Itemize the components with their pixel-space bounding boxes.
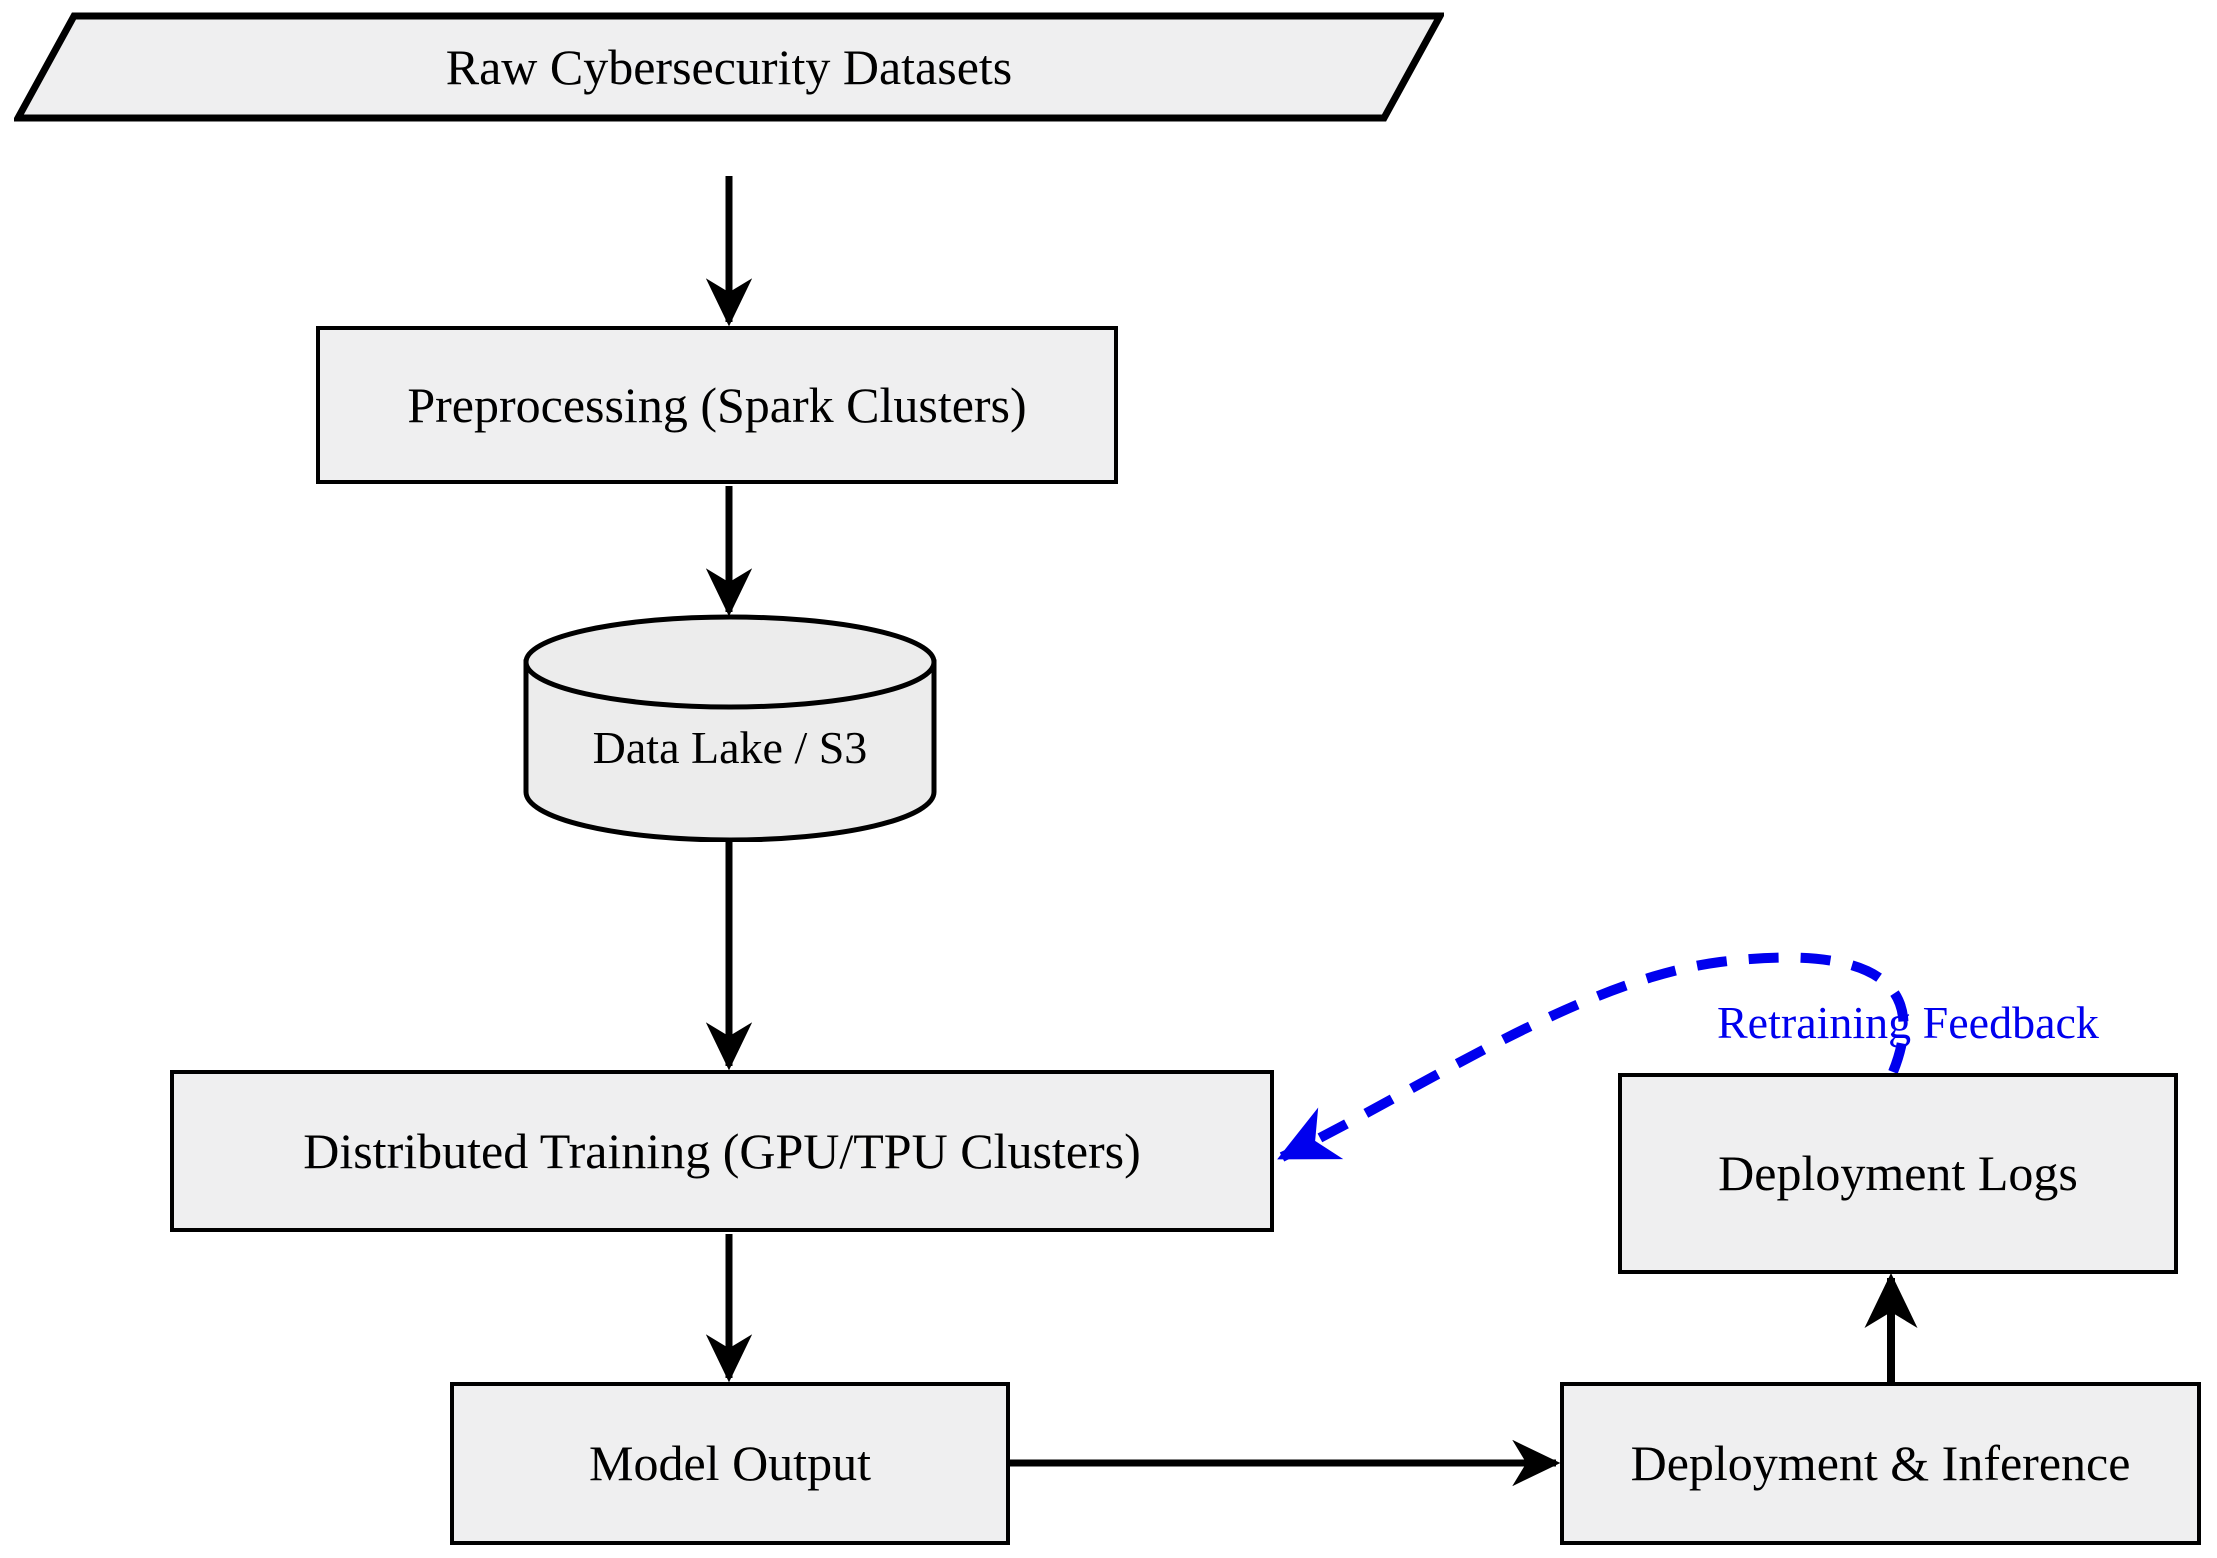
node-label: Preprocessing (Spark Clusters) <box>407 376 1027 433</box>
node-deployment-logs[interactable]: Deployment Logs <box>1618 1073 2178 1274</box>
node-label: Distributed Training (GPU/TPU Clusters) <box>303 1122 1141 1179</box>
node-data-lake-s3[interactable]: Data Lake / S3 <box>521 612 939 842</box>
node-model-output[interactable]: Model Output <box>450 1382 1010 1545</box>
node-label: Deployment Logs <box>1718 1145 2078 1202</box>
node-preprocessing-spark-clusters[interactable]: Preprocessing (Spark Clusters) <box>316 326 1118 484</box>
edge-label-retraining-feedback: Retraining Feedback <box>1717 997 2099 1048</box>
node-deployment-and-inference[interactable]: Deployment & Inference <box>1560 1382 2201 1545</box>
node-label: Model Output <box>589 1435 871 1492</box>
cylinder-shape <box>521 612 939 842</box>
node-raw-cybersecurity-datasets[interactable]: Raw Cybersecurity Datasets <box>14 12 1444 122</box>
parallelogram-shape <box>14 12 1444 122</box>
node-label: Data Lake / S3 <box>592 721 868 773</box>
node-label: Deployment & Inference <box>1630 1435 2131 1492</box>
node-label: Raw Cybersecurity Datasets <box>445 38 1013 95</box>
node-distributed-training[interactable]: Distributed Training (GPU/TPU Clusters) <box>170 1070 1274 1232</box>
